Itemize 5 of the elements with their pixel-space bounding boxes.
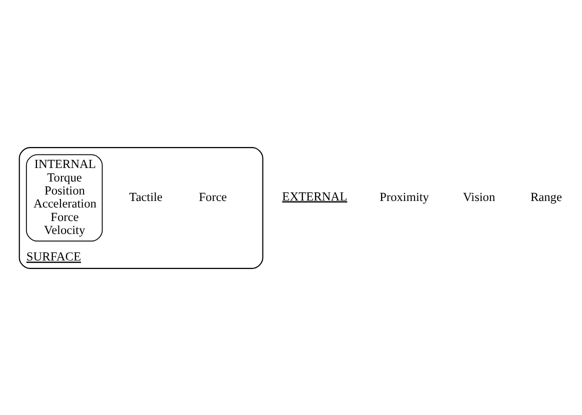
- node-box: INTERNAL Torque Position Acceleration Force Velocity: [26, 154, 103, 242]
- label: Range: [530, 190, 562, 204]
- label: Proximity: [380, 190, 429, 204]
- label: EXTERNAL: [282, 188, 348, 203]
- label: Vision: [462, 190, 496, 204]
